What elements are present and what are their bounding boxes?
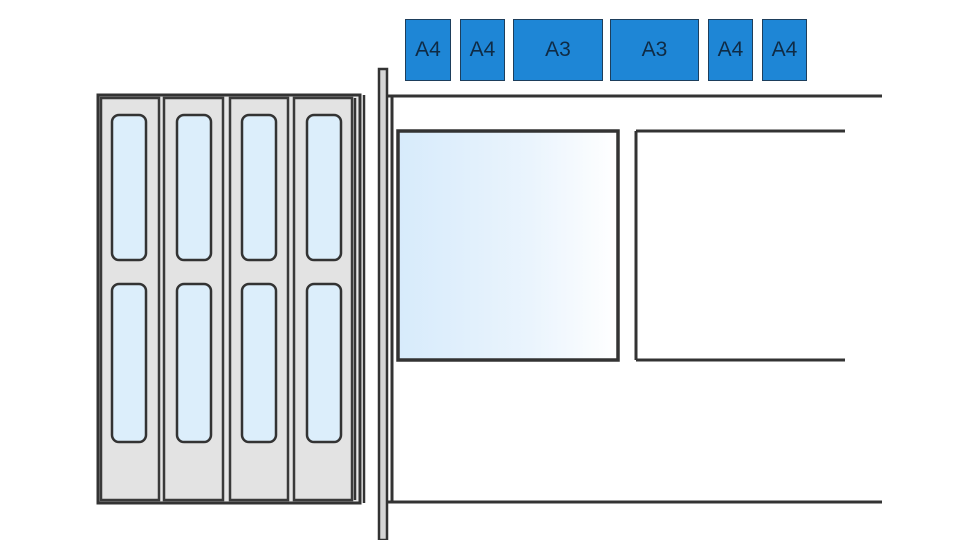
paper-size-a4-2: A4 xyxy=(460,19,505,81)
panel-window-top xyxy=(110,113,148,262)
open-frame xyxy=(634,129,845,362)
panel-window-top xyxy=(240,113,278,262)
door-panel-2 xyxy=(162,96,225,502)
folding-door-stack xyxy=(96,93,362,505)
paper-size-a4-1: A4 xyxy=(405,19,451,81)
paper-size-a4-4: A4 xyxy=(762,19,807,81)
glass-pane xyxy=(396,129,620,362)
door-panel-1 xyxy=(99,96,161,502)
paper-size-a3-2: A3 xyxy=(610,19,699,81)
track-post xyxy=(377,67,389,540)
room-outline xyxy=(387,94,882,504)
panel-window-top xyxy=(175,113,213,262)
door-panel-4 xyxy=(292,96,354,502)
panel-window-bottom xyxy=(175,282,213,444)
door-panel-3 xyxy=(228,96,290,502)
panel-window-bottom xyxy=(110,282,148,444)
panel-window-bottom xyxy=(305,282,343,444)
paper-size-a4-3: A4 xyxy=(708,19,753,81)
paper-size-a3-1: A3 xyxy=(513,19,603,81)
stack-frame xyxy=(96,93,362,505)
panel-window-bottom xyxy=(240,282,278,444)
panel-window-top xyxy=(305,113,343,262)
